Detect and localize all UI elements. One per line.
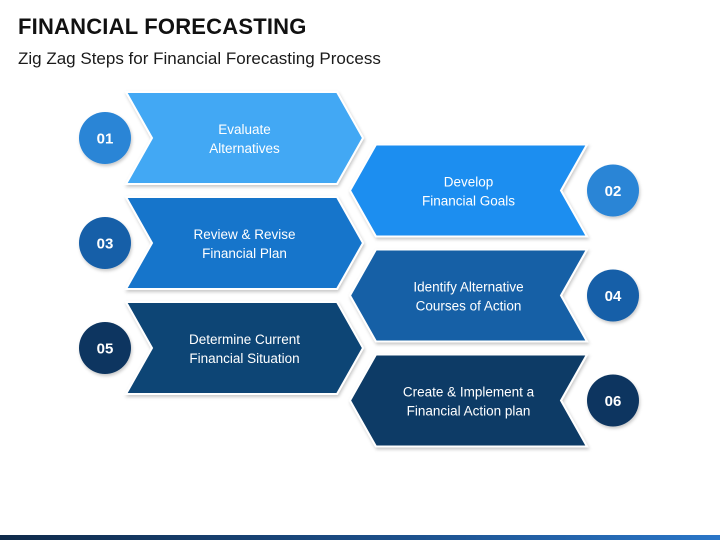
step-number-circle xyxy=(79,217,131,269)
step-number-circle xyxy=(587,269,639,322)
step-arrow xyxy=(348,353,589,448)
step-label-line2: Alternatives xyxy=(209,141,280,156)
step-number: 06 xyxy=(605,393,622,410)
step-label-line2: Courses of Action xyxy=(416,299,522,314)
step-arrow xyxy=(124,301,365,395)
bottom-accent-bar xyxy=(0,535,720,540)
step-arrow xyxy=(348,143,589,238)
step-arrow xyxy=(124,196,365,290)
step-number: 01 xyxy=(97,131,114,148)
step-number: 03 xyxy=(97,236,114,253)
step-number-circle xyxy=(79,322,131,374)
slide-subtitle: Zig Zag Steps for Financial Forecasting … xyxy=(18,49,381,68)
step-arrow xyxy=(124,91,365,185)
step-label-line1: Determine Current xyxy=(189,332,300,347)
step-06: Create & Implement a Financial Action pla… xyxy=(348,353,639,448)
step-label-line2: Financial Goals xyxy=(422,194,515,209)
step-label-line1: Evaluate xyxy=(218,122,271,137)
step-label-line2: Financial Plan xyxy=(202,246,287,261)
step-label-line2: Financial Situation xyxy=(189,351,299,366)
step-number-circle xyxy=(587,164,639,217)
step-label-line1: Identify Alternative xyxy=(413,280,523,295)
slide-title: FINANCIAL FORECASTING xyxy=(18,14,307,39)
step-number-circle xyxy=(79,112,131,164)
step-label-line1: Review & Revise xyxy=(193,227,295,242)
step-arrow xyxy=(348,248,589,343)
step-number: 04 xyxy=(605,288,622,305)
step-number: 02 xyxy=(605,183,622,200)
step-label-line1: Create & Implement a xyxy=(403,385,535,400)
step-number: 05 xyxy=(97,341,114,358)
step-label-line2: Financial Action plan xyxy=(407,404,531,419)
step-label-line1: Develop xyxy=(444,175,494,190)
step-number-circle xyxy=(587,374,639,427)
